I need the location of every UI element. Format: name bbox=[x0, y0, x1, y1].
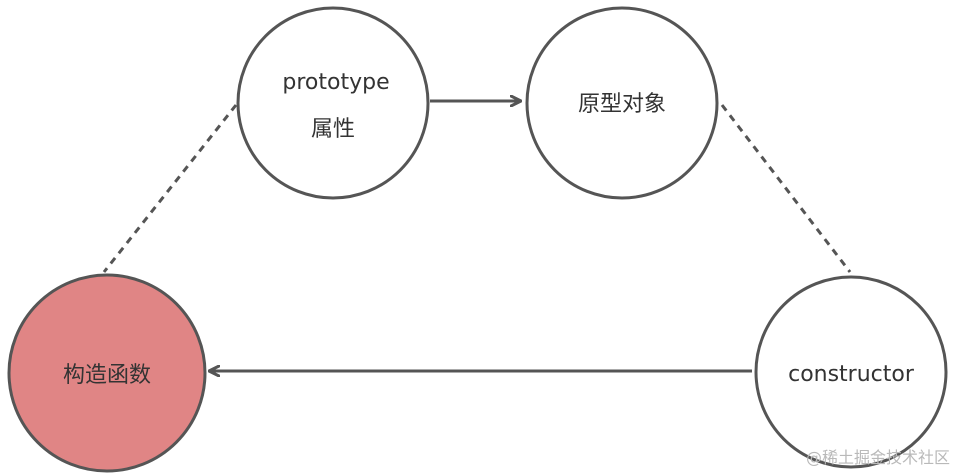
node-prototype-property: prototype 属性 bbox=[236, 6, 430, 200]
node-constructor-property: constructor bbox=[754, 275, 948, 469]
node-prototype-property-label-line1: prototype bbox=[282, 70, 389, 95]
dashed-link-prototype-object-to-constructor bbox=[720, 104, 852, 273]
node-constructor-property-label: constructor bbox=[788, 362, 915, 387]
node-prototype-object-label: 原型对象 bbox=[578, 92, 666, 117]
node-constructor-function: 构造函数 bbox=[7, 273, 207, 473]
dashed-link-prototype-to-constructor-function bbox=[102, 104, 238, 273]
node-constructor-property-circle bbox=[754, 275, 948, 469]
node-prototype-object-circle bbox=[525, 6, 719, 200]
node-prototype-property-circle bbox=[236, 6, 430, 200]
node-constructor-function-label: 构造函数 bbox=[63, 363, 151, 388]
watermark: @稀土掘金技术社区 bbox=[805, 448, 950, 467]
node-prototype-property-label-line2: 属性 bbox=[311, 117, 355, 142]
node-prototype-object: 原型对象 bbox=[525, 6, 719, 200]
node-constructor-function-circle bbox=[7, 273, 207, 473]
